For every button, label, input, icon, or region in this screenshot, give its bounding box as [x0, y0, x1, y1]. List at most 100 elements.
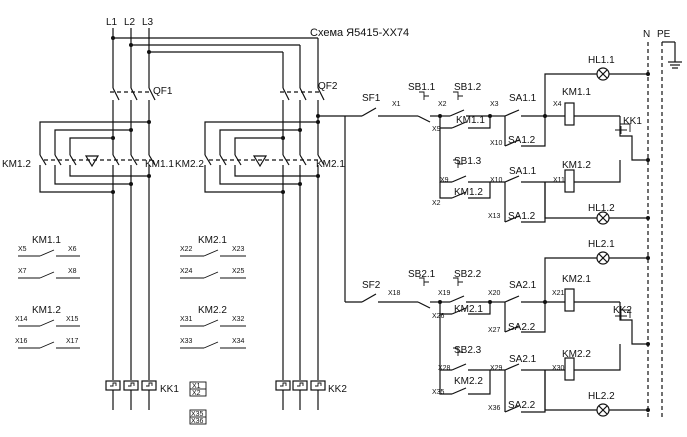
aux-km21-label: KM2.1	[198, 235, 227, 246]
aux-block-km21	[180, 249, 246, 279]
c1-x1: X1	[392, 101, 401, 108]
c1-x3: X3	[490, 101, 499, 108]
sb21-label: SB2.1	[408, 269, 436, 280]
aux-km21-t4: X25	[232, 268, 245, 275]
c1-x4: X4	[553, 101, 562, 108]
aux-km11-t2: X6	[68, 246, 77, 253]
km21-hold-label: KM2.1	[454, 304, 483, 315]
c1-x9a: X9	[432, 126, 441, 133]
kk2-ctrl-label: KK2	[613, 305, 632, 316]
km11-power-label: KM1.1	[145, 159, 174, 170]
c1-x10a: X10	[490, 140, 503, 147]
kk1-term-1: X1	[192, 383, 201, 390]
aux-km22-label: KM2.2	[198, 305, 227, 316]
km11-coil-label: KM1.1	[562, 87, 591, 98]
aux-km12-t2: X15	[66, 316, 79, 323]
aux-km21-t2: X23	[232, 246, 245, 253]
sa12-label-b: SA1.2	[508, 211, 536, 222]
diagram-title: Схема Я5415-XX74	[310, 27, 409, 39]
sf2-label: SF2	[362, 280, 381, 291]
hl11-label: HL1.1	[588, 55, 615, 66]
aux-km21-t3: X24	[180, 268, 193, 275]
sb11-label: SB1.1	[408, 82, 436, 93]
aux-km11-t4: X8	[68, 268, 77, 275]
kk1-ctrl-label: KK1	[623, 116, 642, 127]
c2-x29: X29	[490, 365, 503, 372]
aux-km12-label: KM1.2	[32, 305, 61, 316]
c2-x18: X18	[388, 290, 401, 297]
sa22-label-a: SA2.2	[508, 322, 536, 333]
aux-km22-t2: X32	[232, 316, 245, 323]
power-buses	[111, 28, 319, 88]
sa21-label-b: SA2.1	[509, 354, 537, 365]
sb13-label: SB1.3	[454, 156, 482, 167]
c1-x13: X13	[488, 213, 501, 220]
kk1-label: KK1	[160, 384, 179, 395]
km22-hold-label: KM2.2	[454, 376, 483, 387]
c2-x26: X26	[432, 313, 445, 320]
qf1-label: QF1	[153, 86, 173, 97]
c2-x30: X30	[552, 365, 565, 372]
aux-km12-t1: X14	[15, 316, 28, 323]
aux-km12-t4: X17	[66, 338, 79, 345]
sb22-label: SB2.2	[454, 269, 482, 280]
c1-x2b: X2	[432, 200, 441, 207]
sa22-label-b: SA2.2	[508, 400, 536, 411]
hl22-label: HL2.2	[588, 391, 615, 402]
hl21-label: HL2.1	[588, 239, 615, 250]
reversing-contactors-1	[35, 110, 156, 380]
kk2-term-2: X36	[191, 418, 204, 425]
aux-km22-t1: X31	[180, 316, 193, 323]
aux-km22-t3: X33	[180, 338, 193, 345]
neutral-pe-buses	[647, 41, 682, 420]
km21-coil-label: KM2.1	[562, 274, 591, 285]
aux-km11-t3: X7	[18, 268, 27, 275]
c2-x36: X36	[488, 405, 501, 412]
km21-power-label: KM2.1	[316, 159, 345, 170]
aux-block-km12	[18, 319, 80, 349]
sb23-label: SB2.3	[454, 345, 482, 356]
c2-x35: X35	[432, 389, 445, 396]
c1-x2: X2	[438, 101, 447, 108]
breaker-qf1	[110, 87, 156, 110]
phase-l1-label: L1	[106, 17, 118, 28]
kk2-label: KK2	[328, 384, 347, 395]
phase-l3-label: L3	[142, 17, 154, 28]
sa12-label-a: SA1.2	[508, 135, 536, 146]
aux-km11-t1: X5	[18, 246, 27, 253]
thermal-relay-kk1	[105, 380, 207, 410]
breaker-qf2	[280, 87, 325, 110]
kk1-term-2: X2	[192, 390, 201, 397]
aux-km11-label: KM1.1	[32, 235, 61, 246]
km12-coil-label: KM1.2	[562, 160, 591, 171]
km22-power-label: KM2.2	[175, 159, 204, 170]
n-label: N	[643, 29, 650, 40]
sa11-label-b: SA1.1	[509, 166, 537, 177]
aux-km22-t4: X34	[232, 338, 245, 345]
km12-hold-label: KM1.2	[454, 187, 483, 198]
aux-km21-t1: X22	[180, 246, 193, 253]
aux-block-km22	[180, 319, 246, 349]
c2-x27: X27	[488, 327, 501, 334]
reversing-contactors-2	[200, 110, 325, 380]
kk2-term-1: X35	[191, 411, 204, 418]
pe-label: PE	[657, 29, 671, 40]
qf2-label: QF2	[318, 81, 338, 92]
c1-x11: X11	[553, 177, 565, 184]
km11-hold-label: KM1.1	[456, 115, 485, 126]
sf1-label: SF1	[362, 93, 381, 104]
c2-x19: X19	[438, 290, 451, 297]
control-circuit-2	[410, 251, 650, 417]
c2-x28: X28	[438, 365, 451, 372]
km12-power-label: KM1.2	[2, 159, 31, 170]
thermal-relay-kk2	[189, 380, 326, 425]
c2-x21: X21	[552, 290, 565, 297]
c2-x20: X20	[488, 290, 501, 297]
c1-x10b: X10	[490, 177, 503, 184]
control-circuit-1	[410, 67, 650, 225]
c1-x9b: X9	[440, 177, 449, 184]
sa21-label-a: SA2.1	[509, 280, 537, 291]
aux-block-km11	[18, 249, 80, 279]
sa11-label-a: SA1.1	[509, 93, 537, 104]
